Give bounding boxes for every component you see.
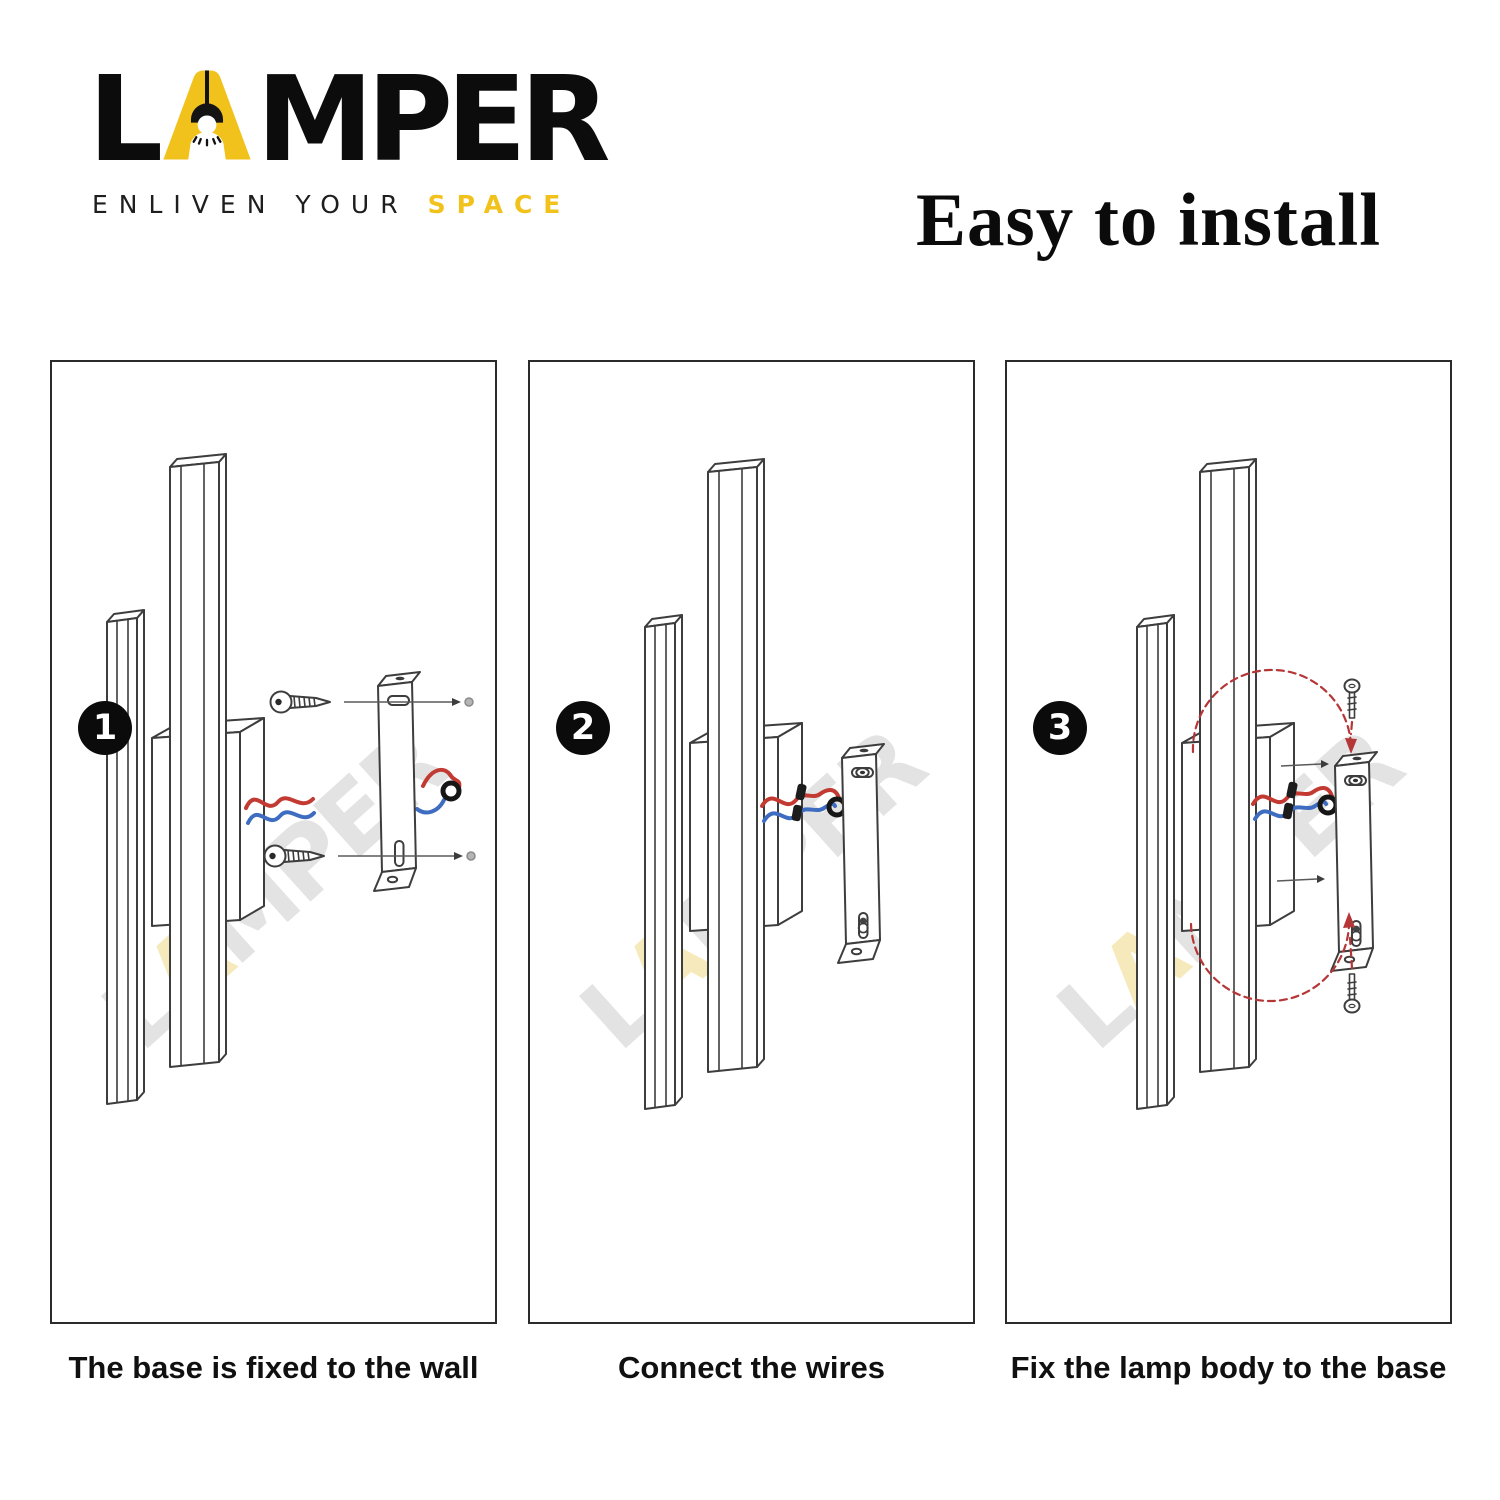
logo-letter-a-lamp-icon (163, 70, 251, 160)
tagline-accent-text: SPACE (427, 190, 572, 219)
step-number-badge-2: 2 (556, 701, 610, 755)
step-number-2: 2 (570, 708, 596, 748)
screw-guide-dash-bottom (1348, 936, 1354, 970)
screw-guide-dash-top (1349, 720, 1354, 736)
red-wire (1251, 786, 1334, 806)
tagline-dark-text: ENLIVEN YOUR (92, 190, 409, 219)
align-arrow-bottom (1276, 878, 1318, 882)
step1-diagram (106, 453, 476, 1105)
step-panel-1: LAMPER 1 (50, 360, 497, 1324)
wire-coil (1317, 794, 1339, 816)
wire-connector-1 (1286, 781, 1298, 799)
logo-letters-mper: MPER (256, 50, 610, 188)
step2-diagram (644, 458, 885, 1110)
blue-wire (246, 810, 316, 825)
red-wire (244, 796, 315, 810)
guide-arrowhead-top (1345, 738, 1357, 754)
step3-caption: Fix the lamp body to the base (1010, 1350, 1447, 1385)
logo-letter-l: L (88, 50, 163, 188)
step-number-1: 1 (92, 708, 118, 748)
supply-red-wire (421, 767, 462, 790)
brand-wordmark: L MPER (88, 60, 611, 178)
arrowhead-bottom (454, 852, 463, 860)
wall-lamp-illustration (1136, 458, 1295, 1110)
wall-lamp-illustration (644, 458, 803, 1110)
step3-diagram (1136, 458, 1378, 1110)
page-title: Easy to install (916, 179, 1382, 263)
rotation-guide-arc-top (1191, 668, 1353, 754)
align-arrow-top (1280, 763, 1322, 767)
step1-caption: The base is fixed to the wall (68, 1350, 479, 1385)
step-number-badge-3: 3 (1033, 701, 1087, 755)
align-arrowhead-top (1321, 760, 1329, 768)
step-number-3: 3 (1047, 708, 1073, 748)
wire-connector-2 (791, 804, 803, 822)
step2-caption: Connect the wires (618, 1350, 885, 1385)
fixing-screw-bottom (1343, 973, 1361, 1014)
wire-connector-1 (795, 783, 807, 801)
wire-coil (440, 780, 462, 802)
wall-anchor-dot-bottom (466, 851, 476, 861)
step-panel-3: LAMPER 3 (1005, 360, 1452, 1324)
brand-logo: L MPER ENLIVEN YOUR SPACE (88, 60, 611, 219)
mounting-bracket (373, 671, 421, 892)
fixing-screw-top (1343, 678, 1361, 719)
step-panel-2: LAMPER 2 (528, 360, 975, 1324)
wire-connector-2 (1282, 802, 1294, 820)
step-number-badge-1: 1 (78, 701, 132, 755)
guide-arrowhead-bottom (1343, 912, 1355, 928)
brand-tagline: ENLIVEN YOUR SPACE (92, 190, 604, 219)
mounting-screw-bottom (263, 844, 325, 868)
supply-blue-wire (415, 798, 446, 815)
wall-lamp-illustration (106, 453, 265, 1105)
wall-anchor-dot-top (464, 697, 474, 707)
rotation-guide-arc-bottom (1189, 918, 1351, 1003)
arrowhead-top (452, 698, 461, 706)
red-wire (760, 788, 841, 808)
mounting-screw-top (269, 690, 331, 714)
align-arrowhead-bottom (1317, 875, 1325, 883)
